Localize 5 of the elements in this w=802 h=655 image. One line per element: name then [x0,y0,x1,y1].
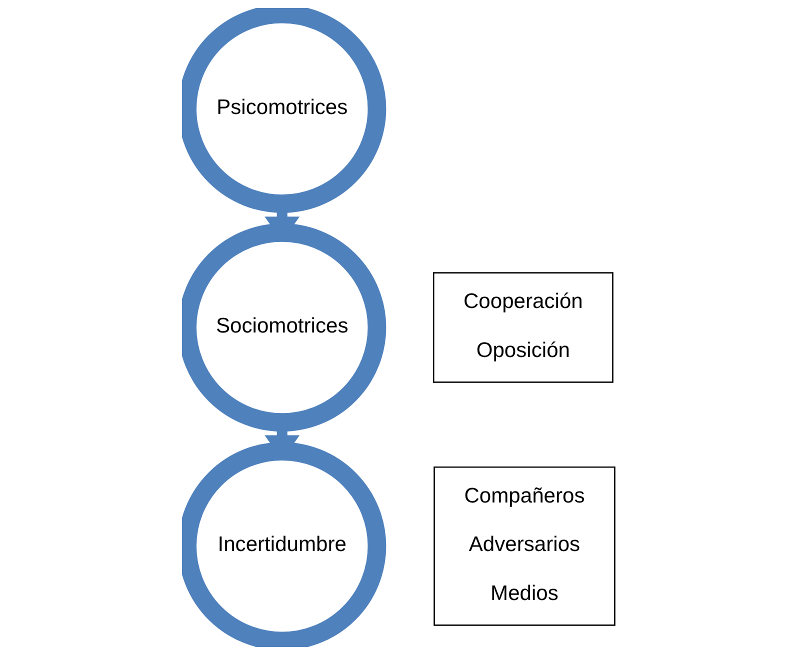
node-box: Compañeros Adversarios Medios [434,466,616,626]
node-circle: Sociomotrices [182,223,386,432]
node-circle: Incertidumbre [182,442,386,647]
node-circle: Psicomotrices [182,8,386,213]
node-box: Cooperación Oposición [432,272,614,383]
